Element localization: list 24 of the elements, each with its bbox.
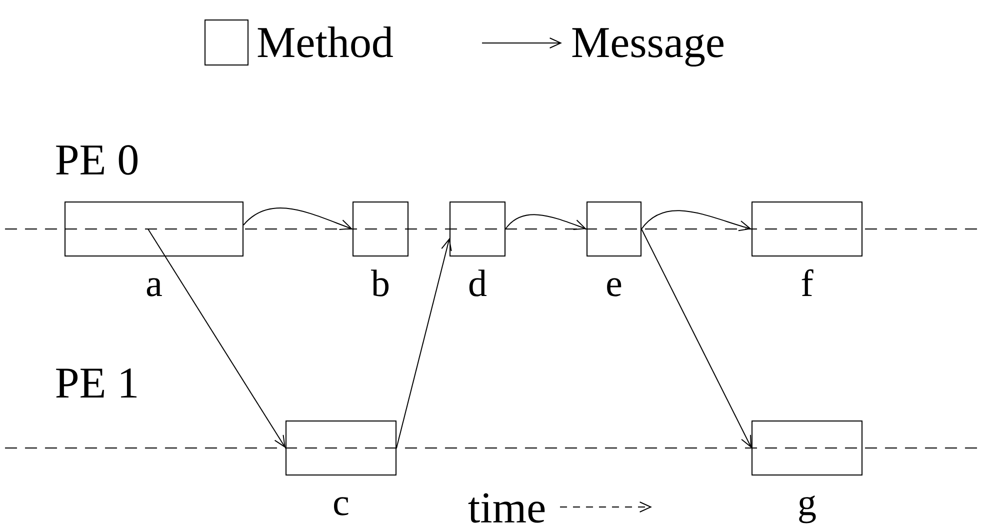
message-arrow: [148, 228, 286, 448]
method-box: [586, 202, 642, 256]
method-box: [752, 202, 862, 256]
message-arrow: [396, 238, 452, 448]
method-label: c: [334, 497, 348, 516]
legend-text: Method: [258, 26, 393, 58]
legend-text: Message: [572, 28, 724, 66]
message-arrow: [505, 214, 586, 230]
message-arrow: [243, 208, 352, 230]
method-label: d: [469, 270, 487, 296]
message-arrow: [641, 228, 752, 448]
method-label: a: [146, 278, 162, 296]
method-box: [352, 202, 408, 256]
method-label: e: [607, 278, 622, 296]
message-arrow: [641, 210, 752, 232]
method-label: f: [802, 269, 814, 296]
method-box: [286, 420, 396, 476]
method-label: b: [371, 270, 389, 296]
label: time: [468, 493, 545, 523]
label: PE 1: [56, 368, 137, 398]
method-label: g: [799, 496, 816, 524]
method-box: [450, 202, 506, 256]
method-box: [752, 420, 862, 476]
method-box: [64, 202, 244, 256]
